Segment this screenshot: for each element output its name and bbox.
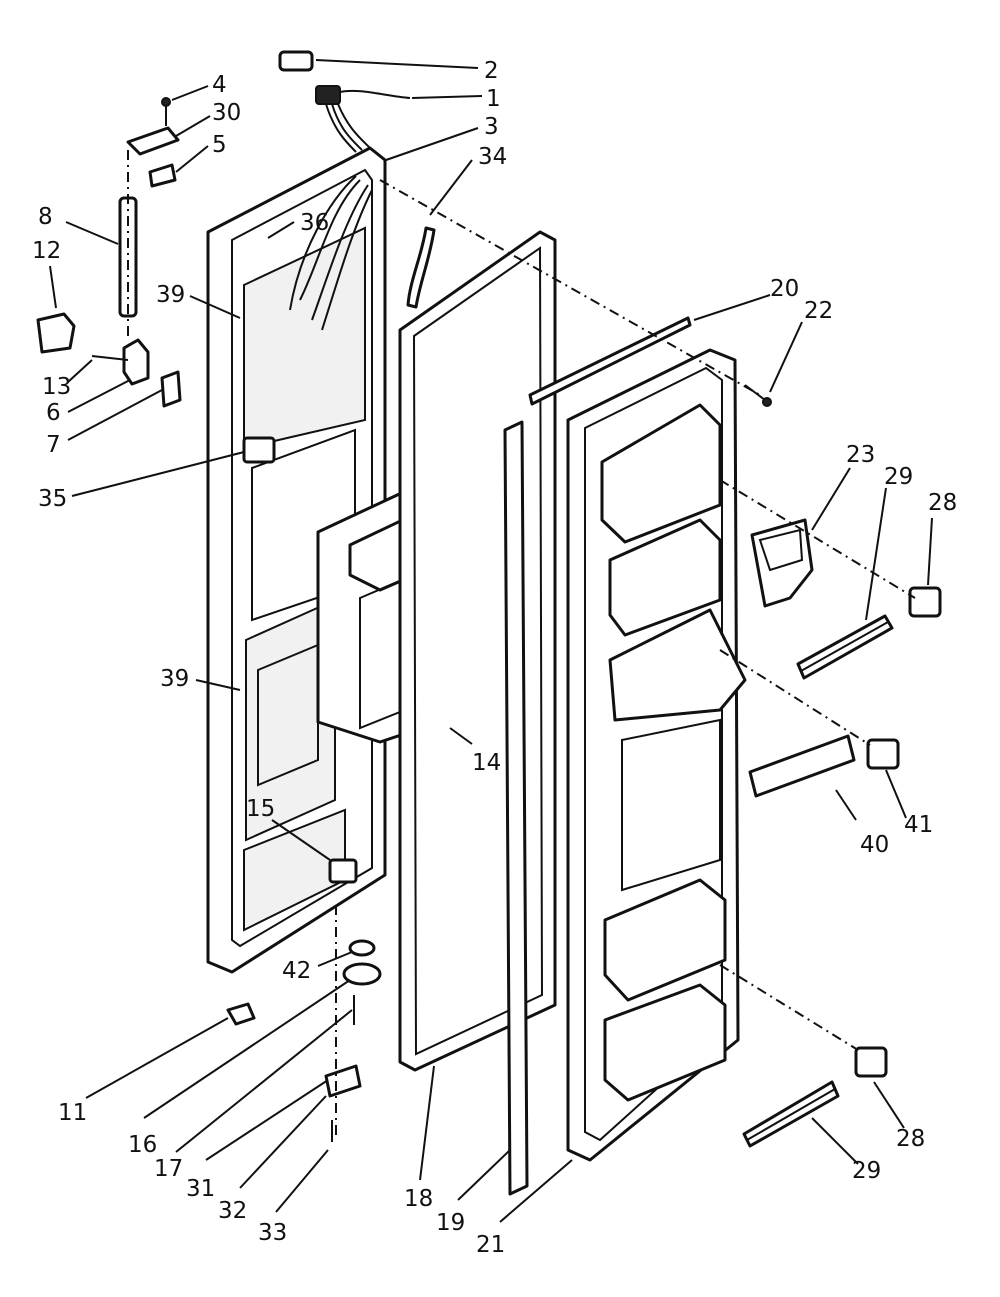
shelf-clip-upper — [908, 586, 942, 618]
callout-29-upper: 29 — [884, 464, 913, 490]
ice-chute — [750, 518, 814, 608]
callout-35: 35 — [38, 486, 67, 512]
door-gasket-frame — [398, 230, 557, 1072]
callout-15: 15 — [246, 796, 275, 822]
callout-29-lower: 29 — [852, 1158, 881, 1184]
top-trim-strip — [528, 316, 692, 406]
assembly-lines — [379, 179, 916, 1051]
callout-6: 6 — [46, 400, 61, 426]
callout-8: 8 — [38, 204, 53, 230]
shelf-bar-upper — [796, 614, 894, 680]
callout-21: 21 — [476, 1232, 505, 1258]
callout-3: 3 — [484, 114, 499, 140]
shelf-bar-middle — [748, 734, 856, 798]
harness-clip — [278, 50, 314, 72]
callout-1: 1 — [486, 86, 501, 112]
callout-33: 33 — [258, 1220, 287, 1246]
callout-18: 18 — [404, 1186, 433, 1212]
door-liner — [566, 348, 747, 1162]
callout-42: 42 — [282, 958, 311, 984]
wire-harness — [315, 85, 411, 153]
callout-17: 17 — [154, 1156, 183, 1182]
gasket-strip — [503, 420, 529, 1196]
callout-20: 20 — [770, 276, 799, 302]
callout-31: 31 — [186, 1176, 215, 1202]
callout-23: 23 — [846, 442, 875, 468]
door-outer-panel — [206, 146, 387, 974]
callout-19: 19 — [436, 1210, 465, 1236]
door-clip — [242, 436, 276, 464]
shelf-clip-middle — [866, 738, 900, 770]
callout-22: 22 — [804, 298, 833, 324]
callout-34: 34 — [478, 144, 507, 170]
leader-lines — [49, 59, 933, 1223]
callout-16: 16 — [128, 1132, 157, 1158]
callout-28-upper: 28 — [928, 490, 957, 516]
callout-4: 4 — [212, 72, 227, 98]
callout-labels: 2 1 3 34 4 30 5 8 12 13 6 7 35 36 39 39 … — [32, 58, 957, 1258]
callout-11: 11 — [58, 1100, 87, 1126]
callout-39-lower: 39 — [160, 666, 189, 692]
callout-36: 36 — [300, 210, 329, 236]
callout-40: 40 — [860, 832, 889, 858]
shelf-clip-lower — [854, 1046, 888, 1078]
hinge-pin-assembly — [36, 97, 182, 408]
callout-28-lower: 28 — [896, 1126, 925, 1152]
shelf-bar-lower — [742, 1080, 840, 1148]
callout-39-upper: 39 — [156, 282, 185, 308]
fill-tube — [406, 226, 436, 309]
callout-7: 7 — [46, 432, 61, 458]
callout-2: 2 — [484, 58, 499, 84]
callout-13: 13 — [42, 374, 71, 400]
callout-14: 14 — [472, 750, 501, 776]
callout-32: 32 — [218, 1198, 247, 1224]
callout-30: 30 — [212, 100, 241, 126]
callout-12: 12 — [32, 238, 61, 264]
callout-41: 41 — [904, 812, 933, 838]
callout-5: 5 — [212, 132, 227, 158]
